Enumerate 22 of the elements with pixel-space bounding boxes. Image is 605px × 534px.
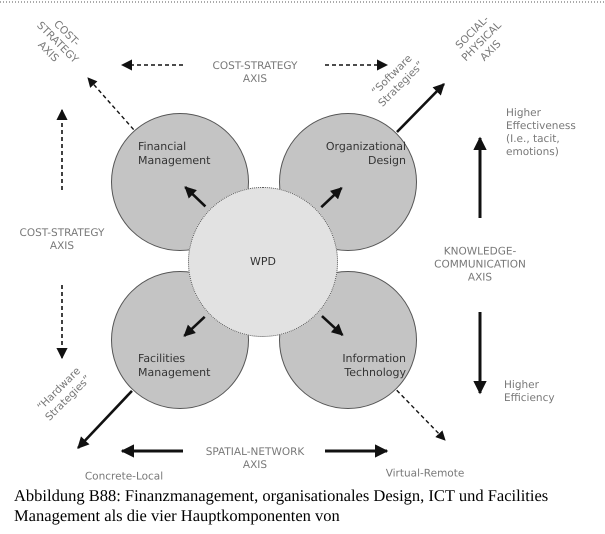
axis-label: COST-STRATEGY AXIS <box>18 227 106 253</box>
figure-caption: Abbildung B88: Finanzmanagement, organisationales Design, ICT und Facilities Management als die vier Hauptkomponenten von <box>14 486 550 526</box>
axis-label: Virtual-Remote <box>384 468 466 480</box>
node-label: Financial Management <box>138 140 212 168</box>
node-label: WPD <box>249 255 277 269</box>
axis-label: KNOWLEDGE-COMMUNICATION AXIS <box>433 246 527 284</box>
node-label: Facilities Management <box>138 352 212 380</box>
axis-label: SPATIAL-NETWORK AXIS <box>204 446 306 472</box>
axis-label: Higher Effectiveness (I.e., tacit, emotions) <box>506 107 577 159</box>
arrow <box>321 315 344 336</box>
node-label: Organizational Design <box>324 140 406 168</box>
axis-label: Concrete-Local <box>84 470 164 484</box>
arrow <box>320 187 343 208</box>
axis-label: Higher Efficiency <box>504 379 556 405</box>
arrow <box>396 390 446 441</box>
arrow <box>184 186 206 208</box>
arrow <box>77 390 133 449</box>
arrow <box>183 316 206 337</box>
arrow <box>396 83 445 133</box>
node-label: Information Technology <box>341 352 406 380</box>
axis-label: COST-STRATEGY AXIS <box>212 60 298 86</box>
arrow <box>87 77 134 130</box>
